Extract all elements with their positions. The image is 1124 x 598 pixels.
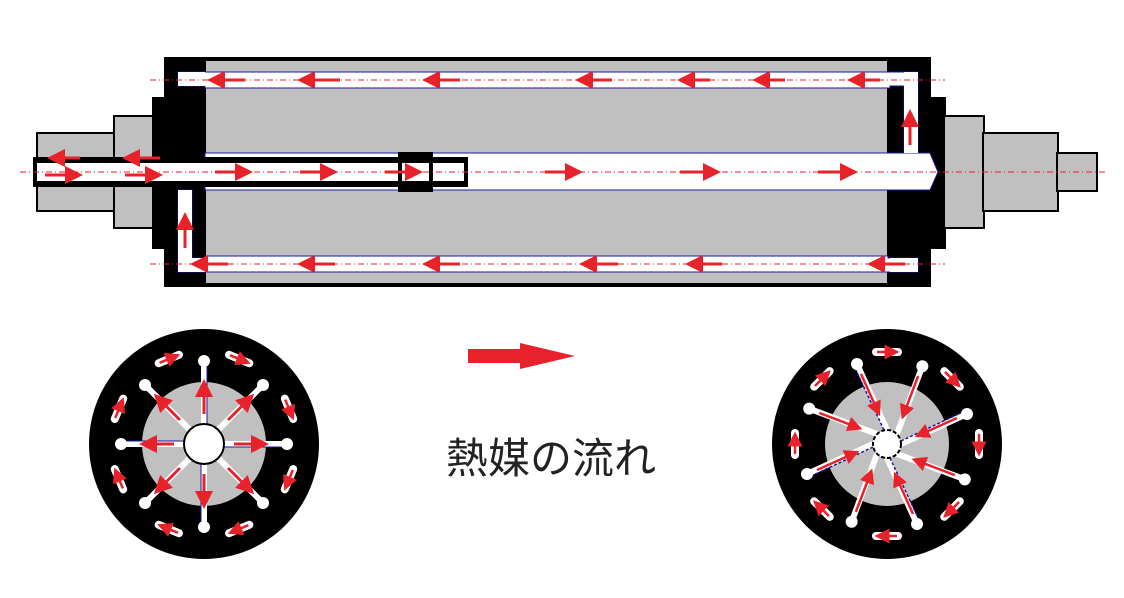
flow-direction-arrow [468, 343, 575, 369]
right-shaft-mid [982, 132, 1059, 212]
cross-section-angled-spokes [772, 329, 1002, 559]
cross-section-radial-spokes [89, 329, 319, 559]
flow-arrows-section [45, 71, 919, 273]
roll-longitudinal-section [20, 57, 1105, 287]
caption-heat-medium-flow: 熱媒の流れ [446, 434, 657, 483]
right-shaft-step [943, 115, 985, 229]
